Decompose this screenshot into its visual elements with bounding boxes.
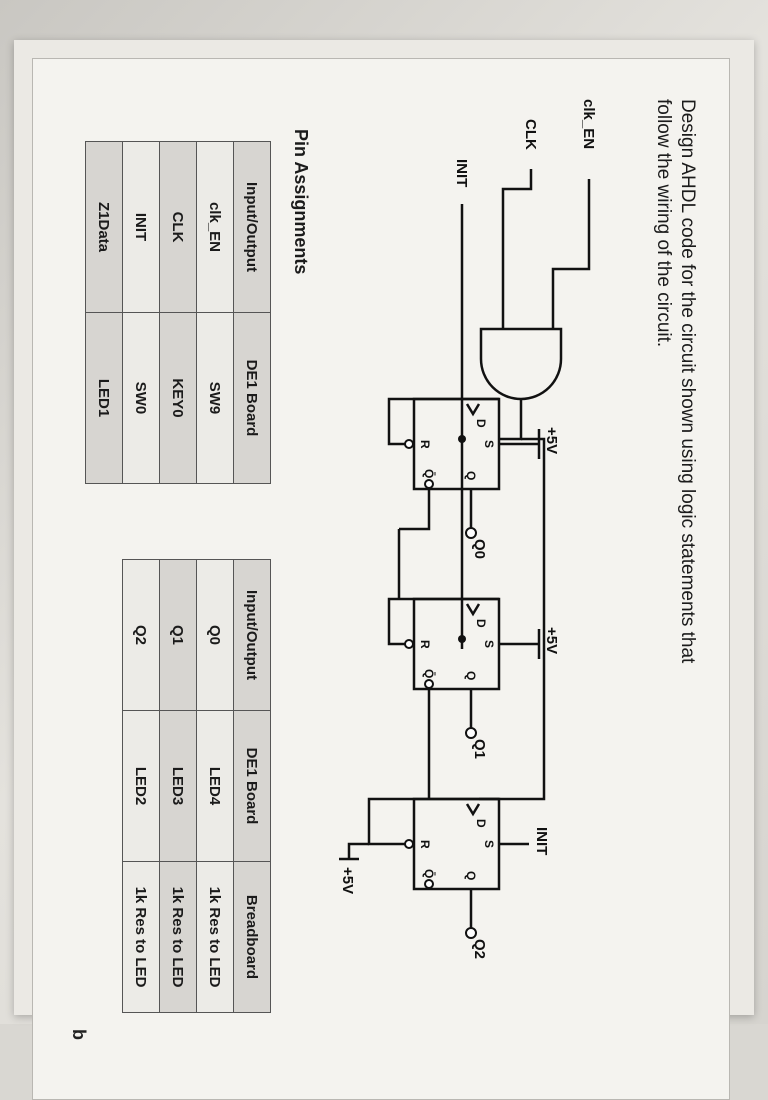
- pin-assignments-title: Pin Assignments: [291, 129, 311, 275]
- ff1-qbar-label: Q̄: [422, 669, 436, 678]
- ff2-qbar-label: Q̄: [422, 869, 436, 878]
- table-row: clk_EN SW9: [196, 141, 234, 484]
- corner-letter: b: [69, 1029, 89, 1040]
- input-label-clk-en: clk_EN: [580, 99, 597, 149]
- ff1-supply-label: +5V: [543, 627, 560, 654]
- table-row: Z1Data LED1: [85, 141, 123, 484]
- table-cell: Q1: [159, 559, 197, 711]
- table-header-cell: Input/Output: [233, 141, 271, 313]
- ff0-q-label: Q: [464, 471, 478, 480]
- worksheet-page: Design AHDL code for the circuit shown u…: [32, 58, 730, 1100]
- ff0-d-label: D: [474, 419, 488, 428]
- ff1-output-label: Q1: [471, 739, 488, 759]
- table-cell: LED1: [85, 312, 123, 484]
- table-header-cell: Breadboard: [233, 861, 271, 1013]
- pin-table-inputs: Input/Output DE1 Board clk_EN SW9 CLK KE…: [85, 141, 271, 484]
- ff1-r-label: R: [418, 640, 432, 649]
- table-cell: Q2: [122, 559, 160, 711]
- ff2-output-label: Q2: [471, 939, 488, 959]
- table-row: Q2 LED2 1k Res to LED: [122, 559, 160, 1013]
- table-cell: CLK: [159, 141, 197, 313]
- table-cell: SW9: [196, 312, 234, 484]
- circuit-diagram: clk_EN CLK INIT +5V Q0 +5V Q1 INIT Q2 +5…: [339, 99, 597, 959]
- pin-table-outputs: Input/Output DE1 Board Breadboard Q0 LED…: [122, 559, 271, 1013]
- table-header-cell: DE1 Board: [233, 312, 271, 484]
- input-label-clk: CLK: [522, 119, 539, 150]
- table-cell: Q0: [196, 559, 234, 711]
- table-row: Q1 LED3 1k Res to LED: [159, 559, 197, 1013]
- ff2-r-label: R: [418, 840, 432, 849]
- table-header-cell: Input/Output: [233, 559, 271, 711]
- table-cell: LED4: [196, 710, 234, 862]
- table-cell: 1k Res to LED: [159, 861, 197, 1013]
- table-row: Q0 LED4 1k Res to LED: [196, 559, 234, 1013]
- table-cell: SW0: [122, 312, 160, 484]
- table-cell: LED2: [122, 710, 160, 862]
- ff0-output-label: Q0: [471, 539, 488, 559]
- table-cell: KEY0: [159, 312, 197, 484]
- ff1-s-label: S: [482, 640, 496, 648]
- table-cell: Z1Data: [85, 141, 123, 313]
- ff1-d-label: D: [474, 619, 488, 628]
- table-cell: 1k Res to LED: [196, 861, 234, 1013]
- ff2-s-label: S: [482, 840, 496, 848]
- input-label-init: INIT: [453, 159, 470, 187]
- ff0-qbar-label: Q̄: [422, 469, 436, 478]
- ff2-supply-label: INIT: [533, 827, 550, 855]
- ff2-q-label: Q: [464, 871, 478, 880]
- table-header-row: Input/Output DE1 Board Breadboard: [233, 559, 271, 1013]
- table-row: INIT SW0: [122, 141, 160, 484]
- ff1-q-label: Q: [464, 671, 478, 680]
- table-cell: LED3: [159, 710, 197, 862]
- table-cell: 1k Res to LED: [122, 861, 160, 1013]
- reset-supply-label: +5V: [339, 867, 356, 894]
- table-header-cell: DE1 Board: [233, 710, 271, 862]
- ff0-supply-label: +5V: [543, 427, 560, 454]
- ff0-s-label: S: [482, 440, 496, 448]
- ff0-r-label: R: [418, 440, 432, 449]
- ff2-d-label: D: [474, 819, 488, 828]
- table-header-row: Input/Output DE1 Board: [233, 141, 271, 484]
- table-cell: INIT: [122, 141, 160, 313]
- table-cell: clk_EN: [196, 141, 234, 313]
- table-row: CLK KEY0: [159, 141, 197, 484]
